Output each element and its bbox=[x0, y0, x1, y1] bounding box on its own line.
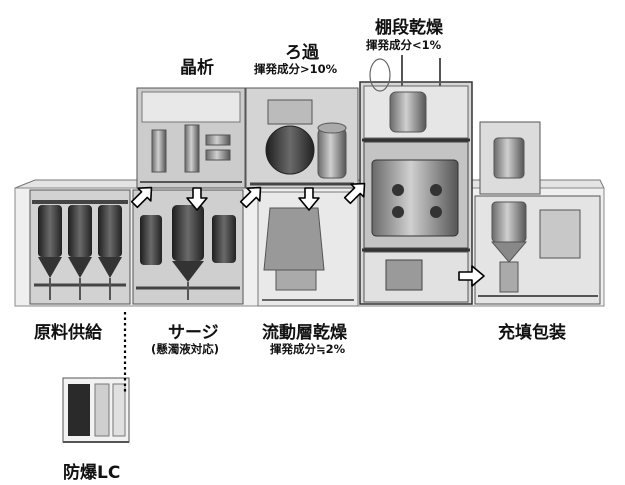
crystallizer-module bbox=[136, 87, 246, 189]
label-explosion-proof-lc: 防爆LC bbox=[63, 463, 121, 483]
filter-module bbox=[245, 87, 359, 189]
label-crystallization: 晶析 bbox=[180, 58, 214, 78]
label-fluid-bed-note: 揮発成分≒2% bbox=[270, 342, 346, 356]
label-tray-drying-note: 揮発成分<1% bbox=[366, 38, 442, 52]
label-tray-drying: 棚段乾燥 bbox=[375, 18, 443, 38]
filling-packaging-module bbox=[474, 121, 601, 305]
arrow-surge-to-crystallizer bbox=[130, 186, 153, 209]
label-surge-note: (懸濁液対応) bbox=[151, 342, 220, 356]
arrow-filter-to-dryer bbox=[343, 182, 366, 205]
label-raw-material: 原料供給 bbox=[34, 323, 102, 343]
fluid-bed-module bbox=[257, 191, 359, 307]
arrow-crystallizer-down bbox=[186, 187, 208, 211]
arrow-filter-down bbox=[298, 187, 320, 211]
label-filtration: ろ過 bbox=[285, 43, 319, 63]
label-filling-packaging: 充填包装 bbox=[498, 323, 566, 343]
tray-dryer-module bbox=[359, 55, 473, 305]
flow-arrows bbox=[130, 182, 485, 287]
raw-material-module bbox=[29, 189, 131, 305]
arrow-crystallizer-to-filter bbox=[239, 186, 262, 209]
label-surge: サージ bbox=[168, 323, 219, 343]
label-filtration-note: 揮発成分>10% bbox=[254, 62, 338, 76]
label-fluid-bed-drying: 流動層乾燥 bbox=[262, 323, 347, 343]
surge-module bbox=[132, 189, 244, 305]
arrow-dryer-to-packaging bbox=[458, 265, 485, 287]
lc-cabinet bbox=[62, 377, 130, 443]
